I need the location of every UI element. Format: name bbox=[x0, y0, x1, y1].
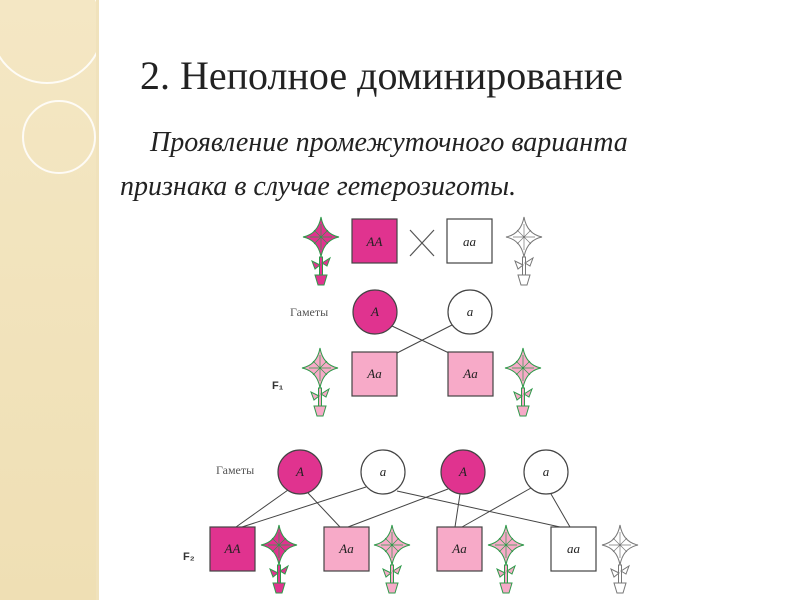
parent-genotype-box bbox=[351, 218, 398, 264]
f1-genotype-box bbox=[351, 351, 398, 397]
parent-flower-red bbox=[302, 216, 340, 286]
gamete-circle bbox=[440, 449, 486, 495]
decorative-ring bbox=[22, 100, 96, 174]
gamete-label: a bbox=[543, 464, 550, 479]
f1-genotype-box bbox=[447, 351, 494, 397]
f2-genotype-box bbox=[323, 526, 370, 572]
f2-genotype-label: aa bbox=[567, 541, 581, 556]
f2-genotype-label: Aa bbox=[451, 541, 467, 556]
cross-icon bbox=[409, 229, 435, 257]
flower-icon bbox=[301, 347, 339, 417]
gamete-label: A bbox=[370, 304, 379, 319]
f2-genotype-label: AA bbox=[224, 541, 241, 556]
flower-icon bbox=[373, 524, 411, 594]
parent-genotype-label: aa bbox=[463, 234, 477, 249]
gamete-label: A bbox=[295, 464, 304, 479]
f2-flower-white bbox=[601, 524, 639, 594]
slide-title: 2. Неполное доминирование bbox=[140, 53, 623, 98]
f1-genotype-label: Aa bbox=[366, 366, 382, 381]
f2-flower-pink bbox=[487, 524, 525, 594]
slide-body-line: признака в случае гетерозиготы. bbox=[120, 171, 517, 202]
gamete-circle bbox=[277, 449, 323, 495]
gamete-circle bbox=[352, 289, 398, 335]
gamete-circle bbox=[447, 289, 493, 335]
gametes-label: Гаметы bbox=[216, 463, 254, 477]
f2-flower-pink bbox=[373, 524, 411, 594]
flower-icon bbox=[601, 524, 639, 594]
slide-body: Проявление промежуточного варианта призн… bbox=[120, 121, 760, 209]
gamete-label: A bbox=[458, 464, 467, 479]
gamete-circle bbox=[360, 449, 406, 495]
f2-genotype-box bbox=[209, 526, 256, 572]
gamete-label: a bbox=[380, 464, 387, 479]
f1-generation-label: F₁ bbox=[272, 380, 284, 392]
gametes-label: Гаметы bbox=[290, 305, 328, 319]
flower-icon bbox=[504, 347, 542, 417]
f2-genotype-box bbox=[436, 526, 483, 572]
f1-flower-pink bbox=[504, 347, 542, 417]
flower-icon bbox=[302, 216, 340, 286]
f2-generation-label: F₂ bbox=[183, 551, 195, 563]
f2-genotype-label: Aa bbox=[338, 541, 354, 556]
decorative-sidebar bbox=[0, 0, 104, 600]
parent-genotype-label: AA bbox=[366, 234, 383, 249]
parent-flower-white bbox=[505, 216, 543, 286]
f2-flower-red bbox=[260, 524, 298, 594]
gamete-connectors bbox=[391, 324, 453, 354]
f1-flower-pink bbox=[301, 347, 339, 417]
parent-genotype-box bbox=[446, 218, 493, 264]
gamete-label: a bbox=[467, 304, 474, 319]
sidebar-divider bbox=[96, 0, 99, 600]
slide-body-line: Проявление промежуточного варианта bbox=[150, 127, 628, 158]
flower-icon bbox=[505, 216, 543, 286]
flower-icon bbox=[487, 524, 525, 594]
flower-icon bbox=[260, 524, 298, 594]
f2-genotype-box bbox=[550, 526, 597, 572]
f1-genotype-label: Aa bbox=[462, 366, 478, 381]
gamete-circle bbox=[523, 449, 569, 495]
f2-gamete-connectors bbox=[235, 486, 571, 528]
